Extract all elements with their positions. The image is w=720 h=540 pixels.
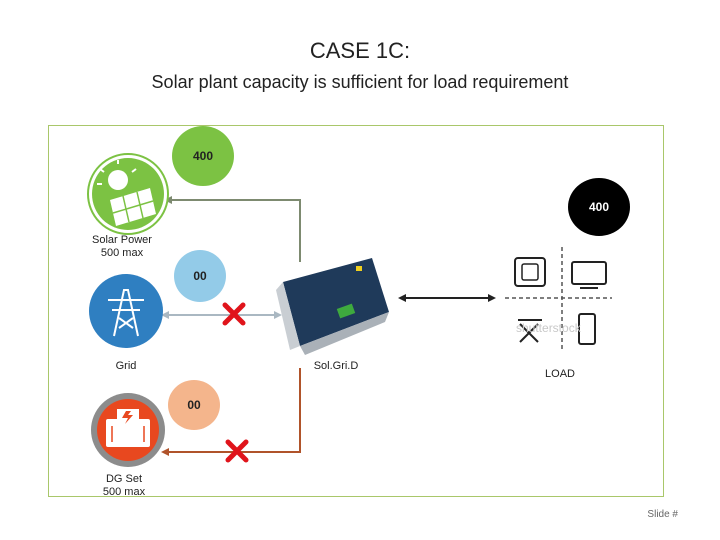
dg-label-capacity: 500 max	[102, 486, 146, 498]
grid-value-bubble: 00	[174, 250, 226, 302]
controller-device-icon	[276, 258, 389, 355]
load-arrowhead-right	[488, 294, 496, 302]
blocked-x-icon	[222, 302, 246, 326]
grid-label: Grid	[115, 360, 137, 372]
dg-label-name: DG Set	[105, 473, 143, 485]
blocked-x-icon	[225, 439, 249, 463]
slide-title: CASE 1C:	[309, 38, 411, 63]
generator-icon	[91, 393, 165, 467]
load-value: 400	[588, 200, 610, 214]
device-label: Sol.Gri.D	[313, 360, 359, 372]
grid-arrowhead-right	[274, 311, 282, 319]
solar-value: 400	[192, 149, 214, 163]
diagram-frame	[48, 125, 664, 497]
load-label: LOAD	[545, 368, 575, 380]
dg-connection-line	[165, 368, 301, 453]
slide-number: Slide #	[647, 509, 678, 520]
load-appliances-icon: shutterstock	[505, 247, 612, 350]
load-arrowhead-left	[398, 294, 406, 302]
dg-value: 00	[187, 398, 201, 412]
dg-label: DG Set 500 max	[76, 473, 172, 499]
grid-value: 00	[193, 269, 207, 283]
solar-panel-icon	[87, 153, 169, 235]
dg-value-bubble: 00	[168, 380, 220, 430]
solar-connection-line	[168, 199, 301, 262]
solar-label-name: Solar Power	[92, 234, 152, 246]
grid-arrowhead-left	[161, 311, 169, 319]
solar-value-bubble: 400	[172, 126, 234, 186]
solar-label: Solar Power 500 max	[74, 234, 170, 260]
slide-subtitle: Solar plant capacity is sufficient for l…	[151, 72, 569, 92]
transmission-tower-icon	[89, 274, 163, 348]
dg-arrowhead	[161, 448, 169, 456]
solar-label-capacity: 500 max	[100, 247, 144, 259]
load-watermark: shutterstock	[516, 321, 582, 335]
load-value-bubble: 400	[568, 178, 630, 236]
